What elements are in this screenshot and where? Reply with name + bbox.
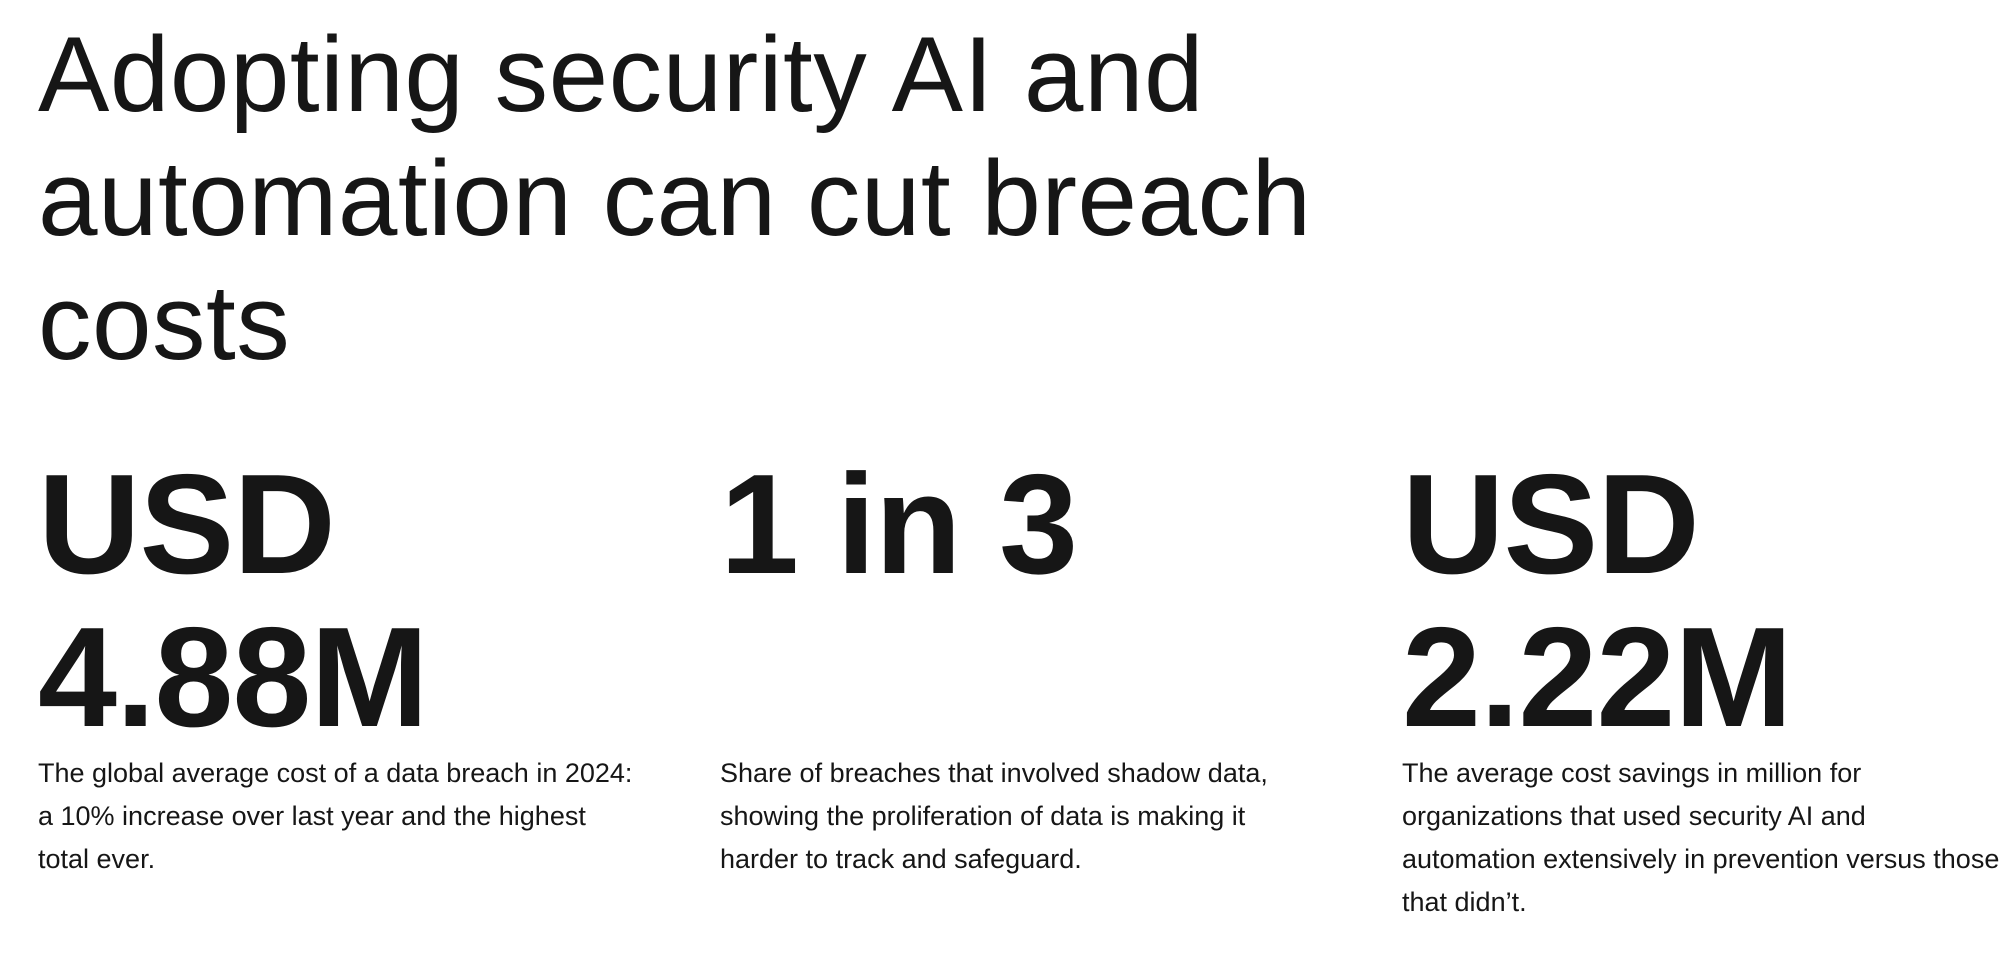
stat-description: Share of breaches that involved shadow d… [720,758,1268,874]
stat-description: The global average cost of a data breach… [38,758,633,874]
stat-breach-cost: USD 4.88M The global average cost of a d… [38,448,720,924]
stat-value: USD 2.22M [1402,445,1793,757]
stat-value: 1 in 3 [720,445,1078,604]
stat-description: The average cost savings in million for … [1402,758,1999,917]
stat-value: USD 4.88M [38,445,429,757]
stats-section: USD 4.88M The global average cost of a d… [38,448,1999,924]
page-headline: Adopting security AI and automation can … [38,14,1312,382]
stat-shadow-data: 1 in 3 Share of breaches that involved s… [720,448,1402,924]
stat-ai-savings: USD 2.22M The average cost savings in mi… [1402,448,1999,924]
